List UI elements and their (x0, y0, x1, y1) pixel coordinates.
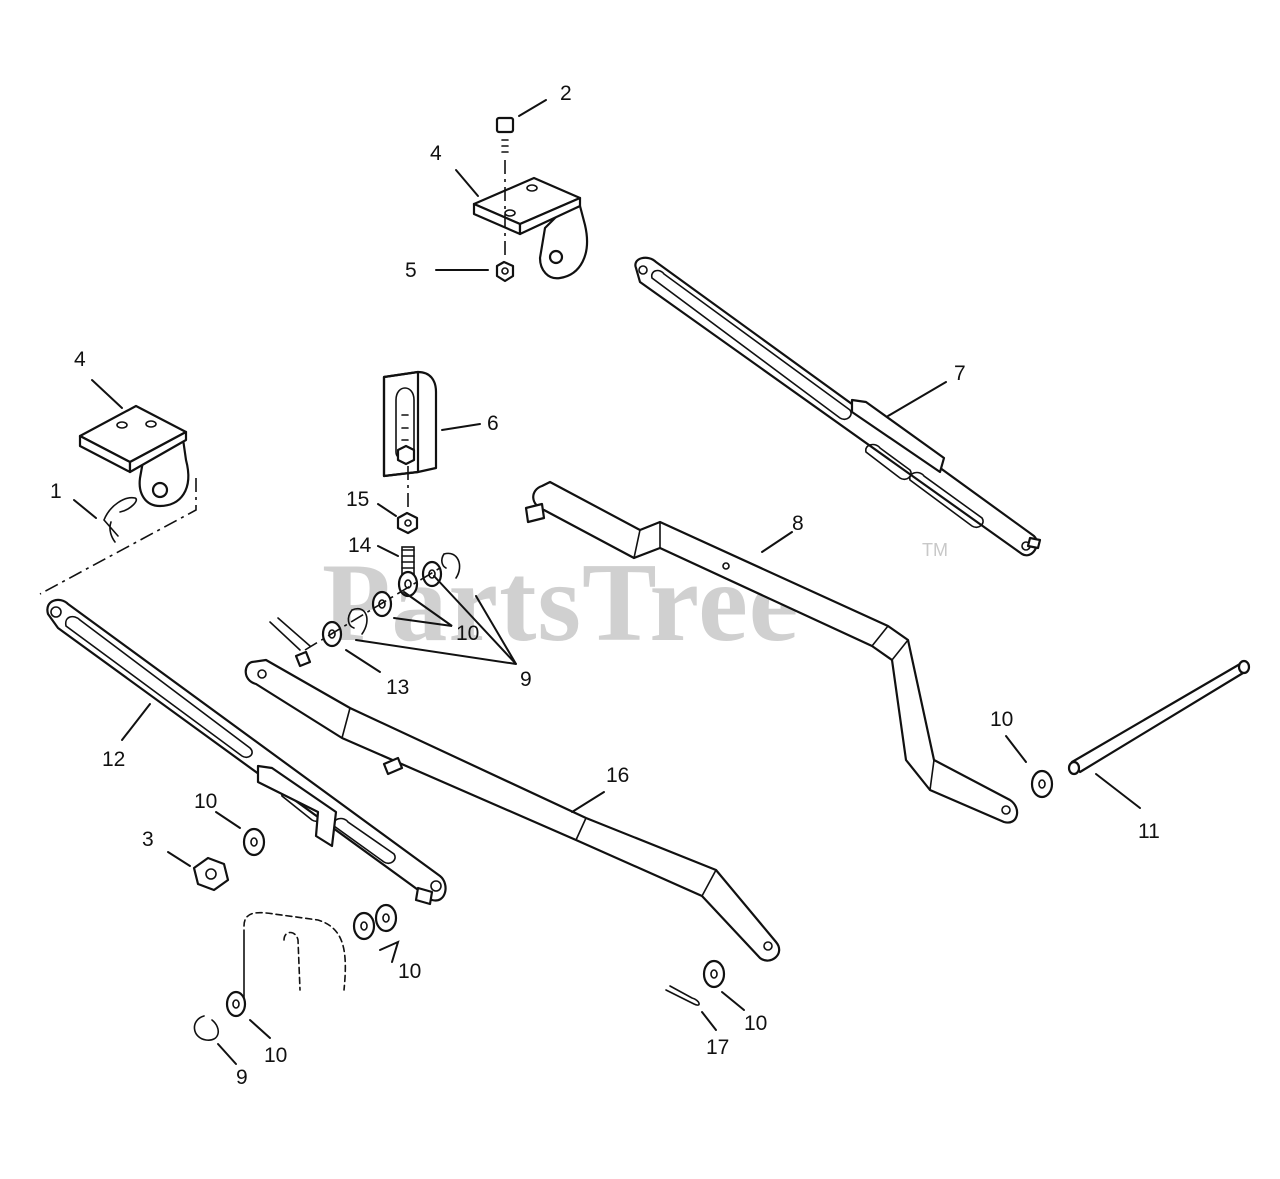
washers-lower-pair (352, 903, 398, 941)
bar-7 (634, 256, 1042, 557)
callout-17: 17 (706, 1036, 729, 1059)
callout-8: 8 (792, 512, 804, 535)
callout-3: 3 (142, 828, 154, 851)
callout-10-bottom-right: 10 (744, 1012, 767, 1035)
washer-right-1 (1030, 769, 1054, 799)
watermark-tm: TM (922, 540, 948, 560)
ghost-bracket (243, 911, 347, 1001)
callout-10-upper: 10 (456, 622, 479, 645)
bar-8 (524, 480, 1019, 824)
callout-10-left: 10 (194, 790, 217, 813)
callout-10-bottom-left: 10 (264, 1044, 287, 1067)
washer-lower-1 (242, 827, 266, 857)
clip-lower (193, 990, 247, 1041)
callout-10-pair: 10 (398, 960, 421, 983)
callout-16: 16 (606, 764, 629, 787)
bolt-top (495, 116, 515, 258)
callout-15: 15 (346, 488, 369, 511)
callout-11: 11 (1138, 820, 1160, 843)
slotted-bracket (382, 370, 438, 512)
callout-10-right: 10 (990, 708, 1013, 731)
rod-11 (1067, 659, 1251, 776)
washer-cluster (269, 552, 461, 651)
nut-top (495, 260, 515, 283)
pin-clip (103, 496, 138, 543)
callout-13: 13 (386, 676, 409, 699)
nut-3 (192, 856, 230, 892)
callout-14: 14 (348, 534, 372, 557)
washer-right-2 (702, 959, 726, 989)
leader-lines (73, 99, 1141, 1065)
callout-7: 7 (954, 362, 966, 385)
callout-5: 5 (405, 259, 417, 282)
callout-4-left: 4 (74, 348, 86, 371)
callout-1: 1 (50, 480, 62, 503)
callout-9-bottom: 9 (236, 1066, 248, 1089)
callout-6: 6 (487, 412, 499, 435)
bar-12 (46, 598, 447, 906)
callout-12: 12 (102, 748, 125, 771)
bracket-left (39, 404, 197, 595)
cotter-pin-17 (665, 985, 700, 1006)
callout-9-upper: 9 (520, 668, 532, 691)
nut-15 (396, 511, 419, 535)
callout-4-top: 4 (430, 142, 442, 165)
callouts: 2 4 5 4 1 6 7 8 15 14 10 9 13 12 16 10 1… (50, 82, 1160, 1089)
bracket-top (472, 176, 589, 280)
bar-16 (244, 650, 781, 962)
callout-2: 2 (560, 82, 572, 105)
